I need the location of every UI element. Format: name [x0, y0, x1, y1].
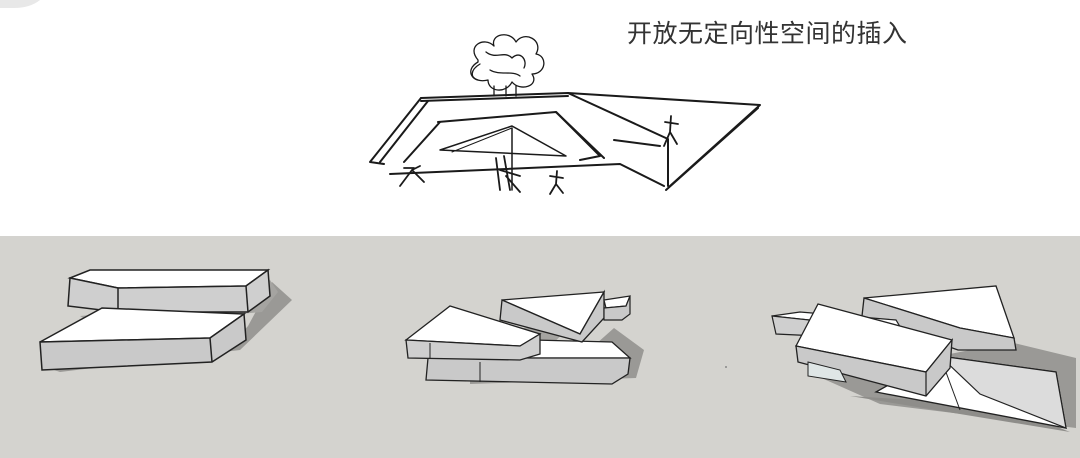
- marker-dot: [725, 366, 727, 368]
- corner-fragment: [0, 0, 40, 8]
- massing-model-3: [771, 285, 1076, 432]
- glass-plane: [807, 361, 847, 383]
- block-side: [603, 295, 631, 321]
- block-side: [938, 355, 1067, 429]
- diagram-caption: 开放无定向性空间的插入: [627, 19, 908, 48]
- massing-model-1: [39, 268, 292, 372]
- person-icon: [663, 115, 679, 147]
- block-side: [425, 357, 631, 385]
- tree-icon: [470, 34, 545, 97]
- person-icon: [495, 155, 521, 193]
- concept-sketch: [369, 34, 761, 195]
- massing-model-2: [404, 289, 644, 385]
- shadow: [850, 396, 1070, 432]
- block-side: [405, 332, 541, 361]
- bicycle-icon: [399, 165, 425, 187]
- person-icon: [549, 170, 564, 195]
